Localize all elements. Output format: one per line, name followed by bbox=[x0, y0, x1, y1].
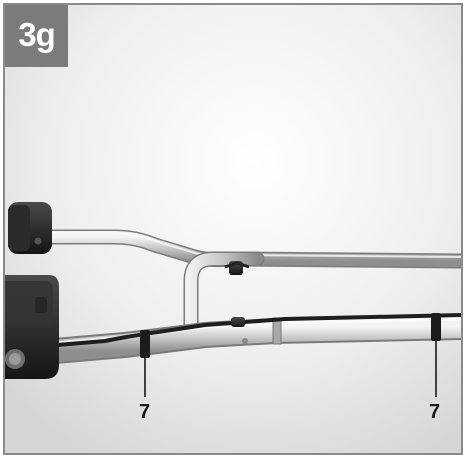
callout-label-right: 7 bbox=[429, 401, 441, 423]
wing-nut bbox=[224, 261, 250, 275]
cable-clip-right bbox=[431, 313, 441, 397]
handle-assembly-photo bbox=[5, 5, 461, 453]
callout-label-left: 7 bbox=[139, 401, 151, 423]
lower-clamp bbox=[231, 317, 245, 327]
rear-grip bbox=[8, 202, 52, 254]
handle-bow bbox=[183, 251, 265, 335]
cable-clip-left bbox=[140, 330, 150, 397]
figure-frame: 3g 7 7 bbox=[3, 3, 463, 455]
step-badge: 3g bbox=[5, 5, 68, 67]
switch-box bbox=[5, 275, 59, 379]
photo-background bbox=[5, 5, 461, 453]
